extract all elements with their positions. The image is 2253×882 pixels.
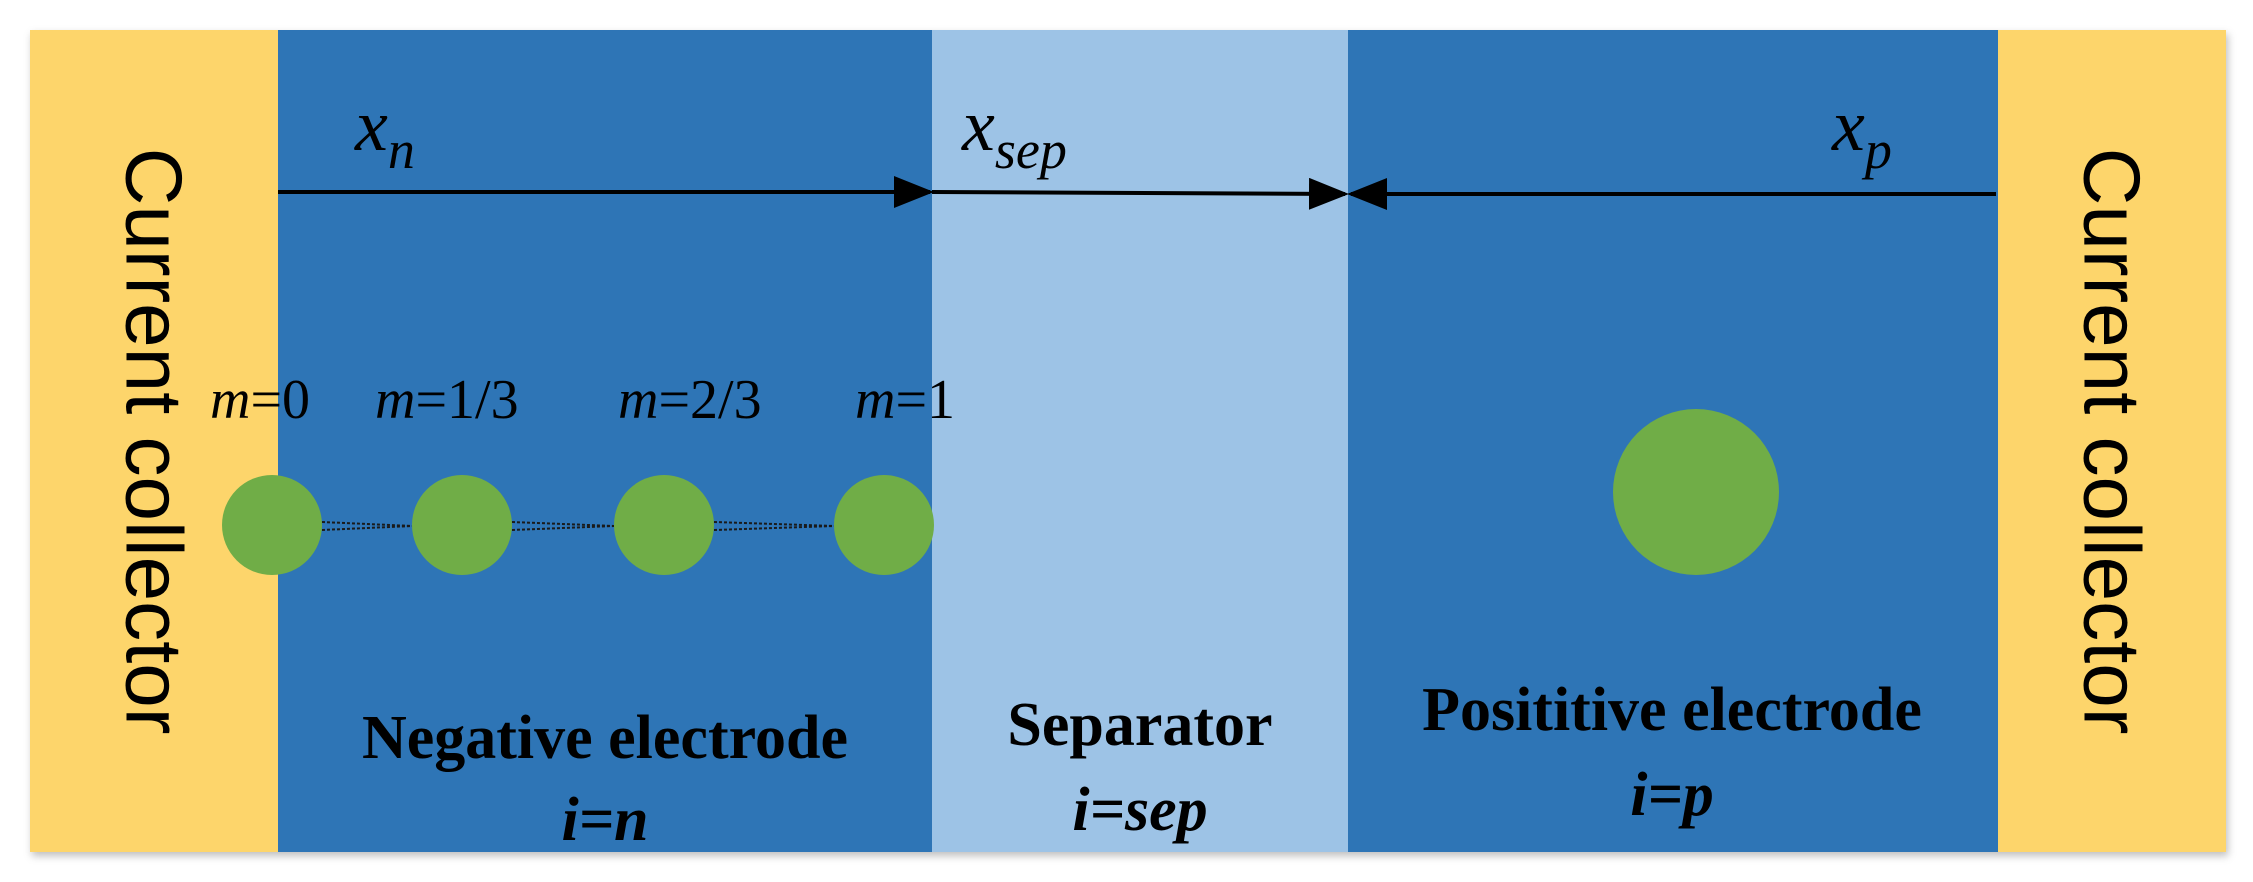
x-sep-label: xsep xyxy=(961,85,1067,180)
particle-label-3: m=1 xyxy=(855,369,955,431)
particle-label-2: m=2/3 xyxy=(618,369,762,431)
positive-electrode-label: Posititive electrode xyxy=(1422,676,1922,744)
right-collector-label: Current collector xyxy=(2068,148,2157,735)
left-collector-label: Current collector xyxy=(110,148,199,735)
x-sep-arrow xyxy=(931,177,1349,210)
particle-connectors xyxy=(321,521,835,531)
separator-region xyxy=(932,30,1348,852)
x-p-label: xp xyxy=(1831,85,1892,180)
negative-electrode-index: i=n xyxy=(561,786,648,854)
particle-m-1-3 xyxy=(412,475,512,575)
x-n-label: xn xyxy=(354,85,415,180)
particle-label-0: m=0 xyxy=(210,369,310,431)
left-current-collector-region xyxy=(30,30,278,852)
positive-particle xyxy=(1613,409,1779,575)
negative-electrode-label: Negative electrode xyxy=(362,704,848,772)
negative-electrode-region xyxy=(278,30,932,852)
positive-electrode-index: i=p xyxy=(1630,761,1714,829)
separator-label: Separator xyxy=(1007,691,1272,759)
right-current-collector-region xyxy=(1998,30,2226,852)
particle-label-1: m=1/3 xyxy=(375,369,519,431)
particle-m-1 xyxy=(834,475,934,575)
separator-index: i=sep xyxy=(1072,776,1207,844)
particle-m-0 xyxy=(222,475,322,575)
particle-m-2-3 xyxy=(614,475,714,575)
